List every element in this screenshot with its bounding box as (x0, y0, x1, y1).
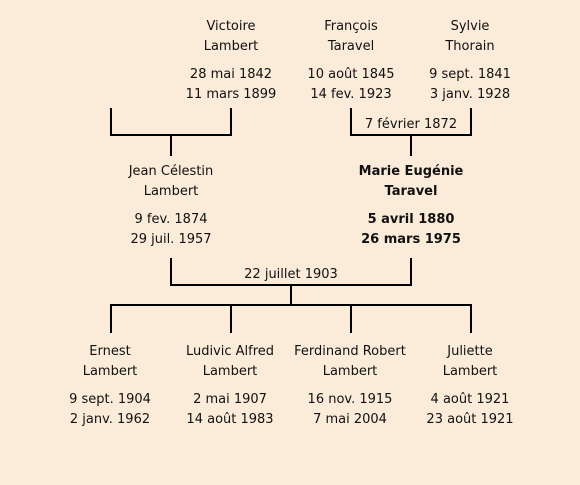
first-name: Sylvie (450, 19, 490, 34)
death-date: 7 mai 2004 (313, 412, 387, 427)
last-name: Lambert (143, 184, 199, 199)
birth-date: 9 sept. 1841 (429, 67, 511, 82)
connector-line (470, 304, 472, 333)
connector-line (230, 108, 232, 136)
person-sylvie: Sylvie Thorain 9 sept. 1841 3 janv. 1928 (395, 17, 545, 105)
last-name: Lambert (202, 364, 258, 379)
person-jean: Jean Célestin Lambert 9 fev. 1874 29 jui… (96, 162, 246, 250)
first-name: Marie Eugénie (358, 164, 464, 179)
first-name: Ernest (89, 344, 131, 359)
birth-date: 16 nov. 1915 (307, 392, 393, 407)
death-date: 2 janv. 1962 (69, 412, 151, 427)
last-name: Lambert (82, 364, 138, 379)
birth-date: 9 fev. 1874 (134, 212, 208, 227)
connector-line (170, 258, 172, 286)
first-name: Victoire (206, 19, 256, 34)
connector-line (170, 134, 172, 156)
last-name: Lambert (203, 39, 259, 54)
connector-line (470, 108, 472, 136)
marriage-date-francois-sylvie: 7 février 1872 (361, 117, 461, 133)
first-name: Jean Célestin (128, 164, 214, 179)
person-ludivic: Ludivic Alfred Lambert 2 mai 1907 14 aoû… (155, 342, 305, 430)
connector-line (110, 304, 112, 333)
connector-line (410, 134, 412, 156)
connector-line (230, 304, 232, 333)
birth-date: 28 mai 1842 (189, 67, 273, 82)
connector-line (410, 258, 412, 286)
birth-date: 5 avril 1880 (367, 212, 455, 227)
person-francois: François Taravel 10 août 1845 14 fev. 19… (276, 17, 426, 105)
last-name: Lambert (442, 364, 498, 379)
first-name: Juliette (447, 344, 493, 359)
birth-date: 9 sept. 1904 (69, 392, 151, 407)
person-marie: Marie Eugénie Taravel 5 avril 1880 26 ma… (336, 162, 486, 250)
person-ferdinand: Ferdinand Robert Lambert 16 nov. 1915 7 … (275, 342, 425, 430)
death-date: 14 fev. 1923 (310, 87, 392, 102)
first-name: François (324, 19, 378, 34)
death-date: 23 août 1921 (426, 412, 514, 427)
connector-line (290, 284, 292, 306)
connector-line (110, 304, 472, 306)
death-date: 3 janv. 1928 (429, 87, 511, 102)
last-name: Thorain (445, 39, 495, 54)
connector-line (350, 304, 352, 333)
person-victoire: Victoire Lambert 28 mai 1842 11 mars 189… (156, 17, 306, 105)
last-name: Taravel (327, 39, 375, 54)
birth-date: 4 août 1921 (430, 392, 510, 407)
connector-line (110, 108, 112, 136)
connector-line (350, 108, 352, 136)
marriage-date-jean-marie: 22 juillet 1903 (241, 267, 341, 283)
person-ernest: Ernest Lambert 9 sept. 1904 2 janv. 1962 (35, 342, 185, 430)
first-name: Ferdinand Robert (294, 344, 406, 359)
last-name: Taravel (384, 184, 438, 199)
birth-date: 10 août 1845 (307, 67, 395, 82)
birth-date: 2 mai 1907 (193, 392, 267, 407)
first-name: Ludivic Alfred (185, 344, 275, 359)
person-juliette: Juliette Lambert 4 août 1921 23 août 192… (395, 342, 545, 430)
last-name: Lambert (322, 364, 378, 379)
death-date: 11 mars 1899 (185, 87, 277, 102)
death-date: 14 août 1983 (186, 412, 274, 427)
death-date: 29 juil. 1957 (130, 232, 212, 247)
death-date: 26 mars 1975 (361, 232, 461, 247)
